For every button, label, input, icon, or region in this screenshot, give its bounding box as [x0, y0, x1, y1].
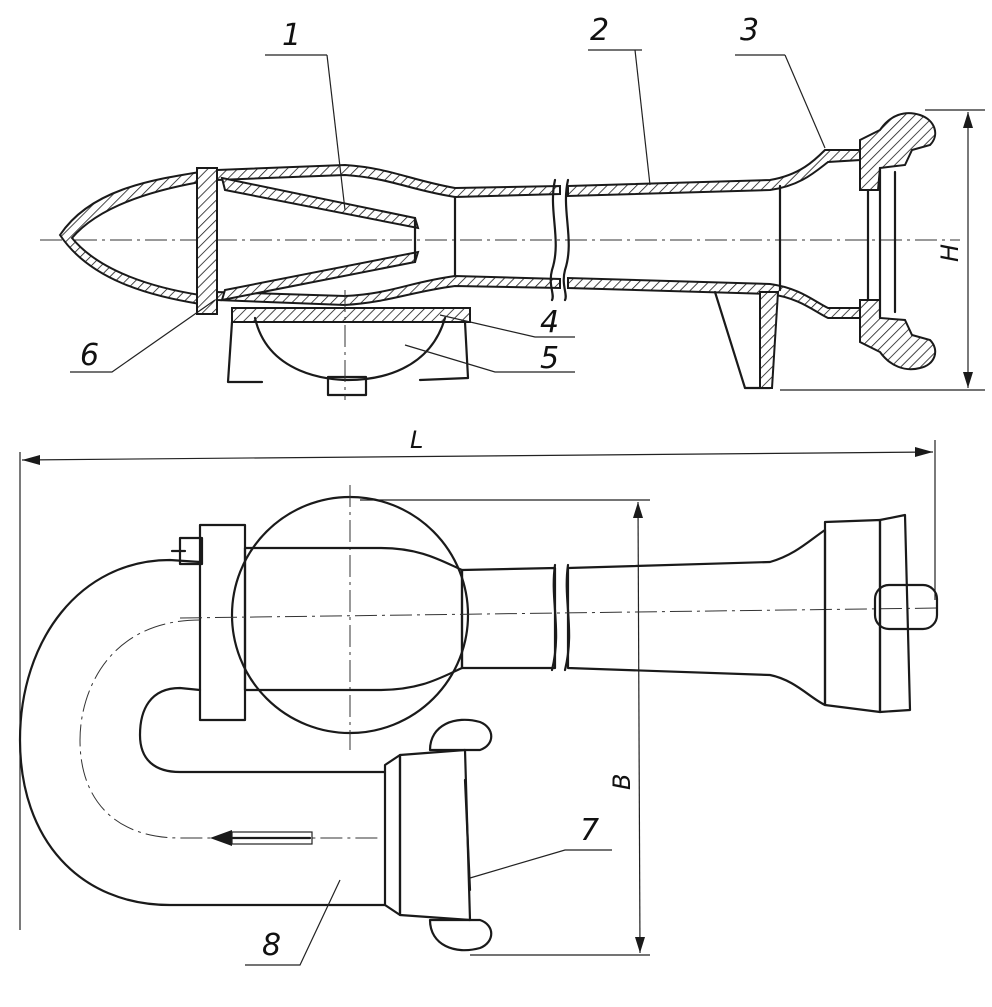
part-label-7: 7 — [580, 813, 599, 848]
diffuser-2-top — [567, 149, 861, 198]
plan-break-left — [550, 563, 558, 672]
inlet-dome — [58, 171, 216, 305]
nozzle-1 — [220, 176, 420, 230]
plan-coupling-ring — [823, 518, 882, 714]
suction-base-left — [226, 320, 264, 384]
coupling-7-lug-bottom — [428, 918, 493, 952]
dim-label-b: B — [608, 774, 636, 790]
chamber-wall-top — [216, 163, 561, 199]
flow-arrow-head — [210, 830, 232, 846]
part-label-3: 3 — [740, 13, 759, 48]
half-ball-5 — [253, 316, 447, 382]
diffuser-2-bottom — [567, 276, 861, 319]
plan-coupling-head — [878, 513, 912, 714]
plan-view — [18, 440, 941, 966]
h-arrow-bottom — [963, 372, 973, 388]
leader-3 — [784, 54, 826, 149]
u-bend-axis — [79, 619, 380, 839]
l-arrow-left — [22, 455, 40, 465]
l-dim-line — [21, 451, 934, 461]
leader-8 — [245, 879, 341, 966]
drain-plug — [326, 375, 368, 397]
break-line-left — [549, 178, 557, 302]
plan-coupling-lug — [873, 583, 939, 631]
part-label-5: 5 — [540, 341, 559, 376]
coupling-3-bottom — [859, 299, 937, 371]
leader-1 — [326, 54, 346, 211]
coupling-3-top — [859, 112, 937, 191]
b-arrow-bottom — [635, 937, 645, 953]
leader-2 — [634, 49, 651, 186]
support-leg-web — [759, 291, 780, 389]
plan-axis — [179, 607, 941, 619]
suction-base-right — [418, 320, 470, 382]
chamber-wall-bottom — [216, 274, 561, 307]
coupling-7-body — [398, 748, 472, 922]
h-arrow-top — [963, 112, 973, 128]
nozzle-1-lower — [220, 250, 420, 302]
l-arrow-right — [915, 447, 933, 457]
break-line-right — [562, 178, 570, 302]
coupling-7-face — [463, 778, 472, 892]
dim-label-h: H — [936, 244, 964, 262]
plan-flange — [198, 523, 247, 722]
plan-tube-left — [460, 566, 557, 670]
flange-6 — [196, 167, 218, 315]
flow-arrow-body — [231, 831, 313, 845]
plan-diffuser — [566, 528, 827, 707]
coupling-7-collar — [383, 753, 402, 917]
b-arrow-top — [633, 502, 643, 518]
dim-label-l: L — [410, 426, 423, 454]
leader-4 — [439, 314, 575, 338]
ejector-body — [243, 546, 464, 692]
leader-5 — [404, 344, 575, 373]
part-label-4: 4 — [540, 305, 559, 340]
leader-6 — [70, 299, 216, 373]
part-label-2: 2 — [590, 13, 609, 48]
section-view — [40, 49, 985, 400]
coupling-7-lug-top — [428, 718, 493, 752]
part-label-8: 8 — [262, 928, 281, 963]
u-bend-outer — [18, 558, 387, 907]
suction-flange-4 — [231, 307, 471, 323]
u-bend-inner — [138, 686, 387, 774]
part-label-1: 1 — [282, 18, 301, 53]
leader-7 — [469, 849, 612, 879]
part-label-6: 6 — [80, 338, 99, 373]
b-dim-line — [637, 501, 641, 954]
